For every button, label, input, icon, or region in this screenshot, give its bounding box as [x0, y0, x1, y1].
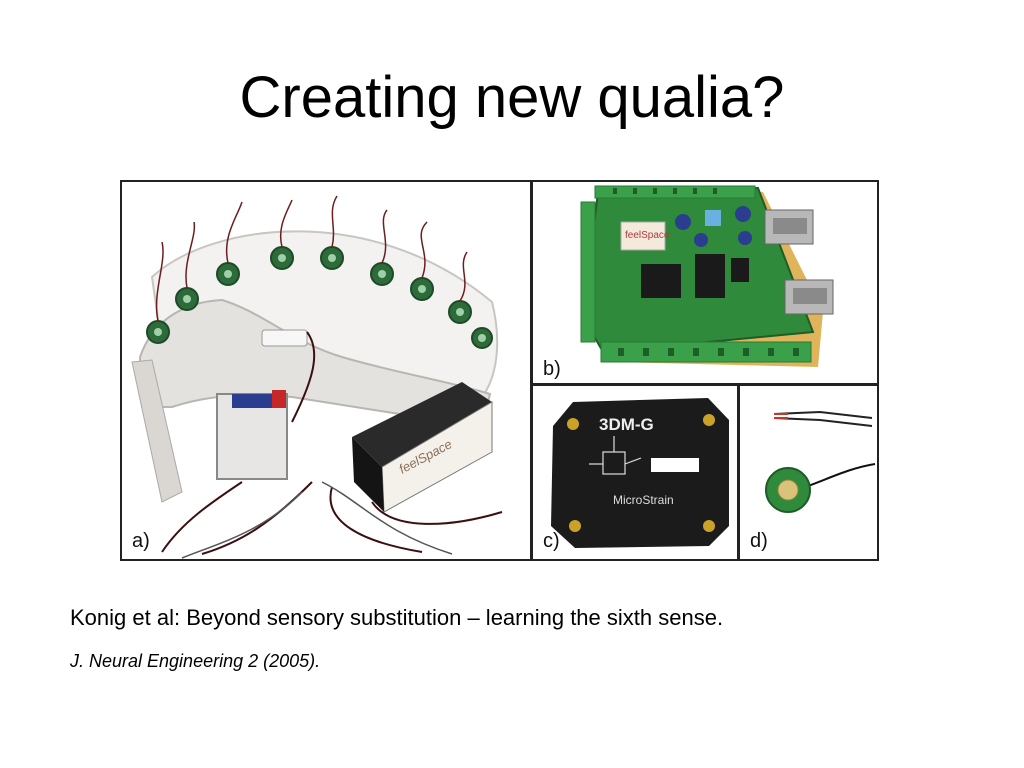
slide-title: Creating new qualia?	[239, 65, 785, 130]
svg-text:3DM-G: 3DM-G	[599, 415, 654, 434]
svg-text:MicroStrain: MicroStrain	[613, 493, 674, 507]
panel-divider	[737, 386, 740, 559]
svg-text:feelSpace: feelSpace	[625, 230, 670, 241]
panel-b-label: b)	[543, 358, 561, 380]
panel-a-label: a)	[132, 530, 150, 552]
orientation-sensor-photo: 3DM-G MicroStrain	[533, 386, 737, 559]
panel-d-label: d)	[750, 530, 768, 552]
panel-d-motor-photo: d)	[740, 386, 877, 559]
panel-c-sensor-photo: 3DM-G MicroStrain c)	[533, 386, 737, 559]
figure-photo-grid: feelSpace a)	[120, 180, 879, 561]
panel-c-label: c)	[543, 530, 560, 552]
slide-caption: Konig et al: Beyond sensory substitution…	[70, 605, 724, 630]
circuit-board-photo: feelSpace	[533, 182, 877, 383]
vibration-motor-photo	[740, 386, 877, 559]
belt-photo: feelSpace	[122, 182, 530, 559]
panel-divider	[533, 383, 877, 386]
panel-divider	[530, 182, 533, 559]
slide-citation: J. Neural Engineering 2 (2005).	[70, 651, 321, 671]
panel-a-belt-photo: feelSpace a)	[122, 182, 530, 559]
panel-b-circuit-board-photo: feelSpace b)	[533, 182, 877, 383]
